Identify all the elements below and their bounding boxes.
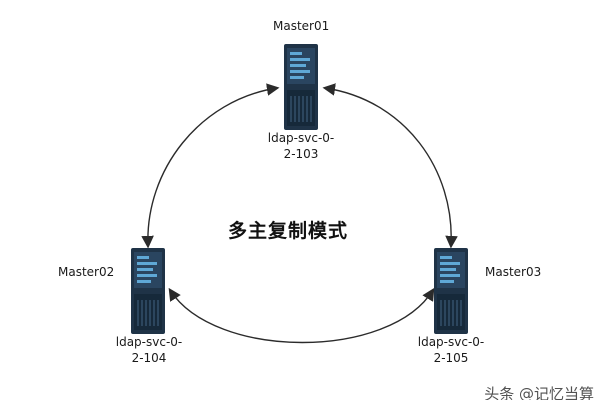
node-host-line2: 2-103 [283, 147, 319, 161]
edge-master01-master03 [322, 83, 458, 249]
server-icon [283, 43, 319, 131]
node-host-master01: ldap-svc-0- 2-103 [256, 130, 346, 162]
node-host-master03: ldap-svc-0- 2-105 [406, 334, 496, 366]
node-name-master01: Master01 [273, 19, 330, 33]
server-icon [130, 247, 166, 335]
node-host-line1: ldap-svc-0- [267, 131, 335, 145]
node-name-master02: Master02 [58, 265, 115, 279]
server-icon [433, 247, 469, 335]
node-name-master03: Master03 [485, 265, 542, 279]
edge-master01-master02 [141, 83, 280, 249]
diagram-title: 多主复制模式 [228, 220, 349, 242]
node-host-line1: ldap-svc-0- [417, 335, 485, 349]
node-host-line1: ldap-svc-0- [115, 335, 183, 349]
node-host-master02: ldap-svc-0- 2-104 [104, 334, 194, 366]
node-host-line2: 2-104 [131, 351, 167, 365]
node-host-line2: 2-105 [433, 351, 469, 365]
edge-master02-master03 [168, 287, 435, 344]
watermark: 头条 @记忆当算 [484, 385, 594, 400]
